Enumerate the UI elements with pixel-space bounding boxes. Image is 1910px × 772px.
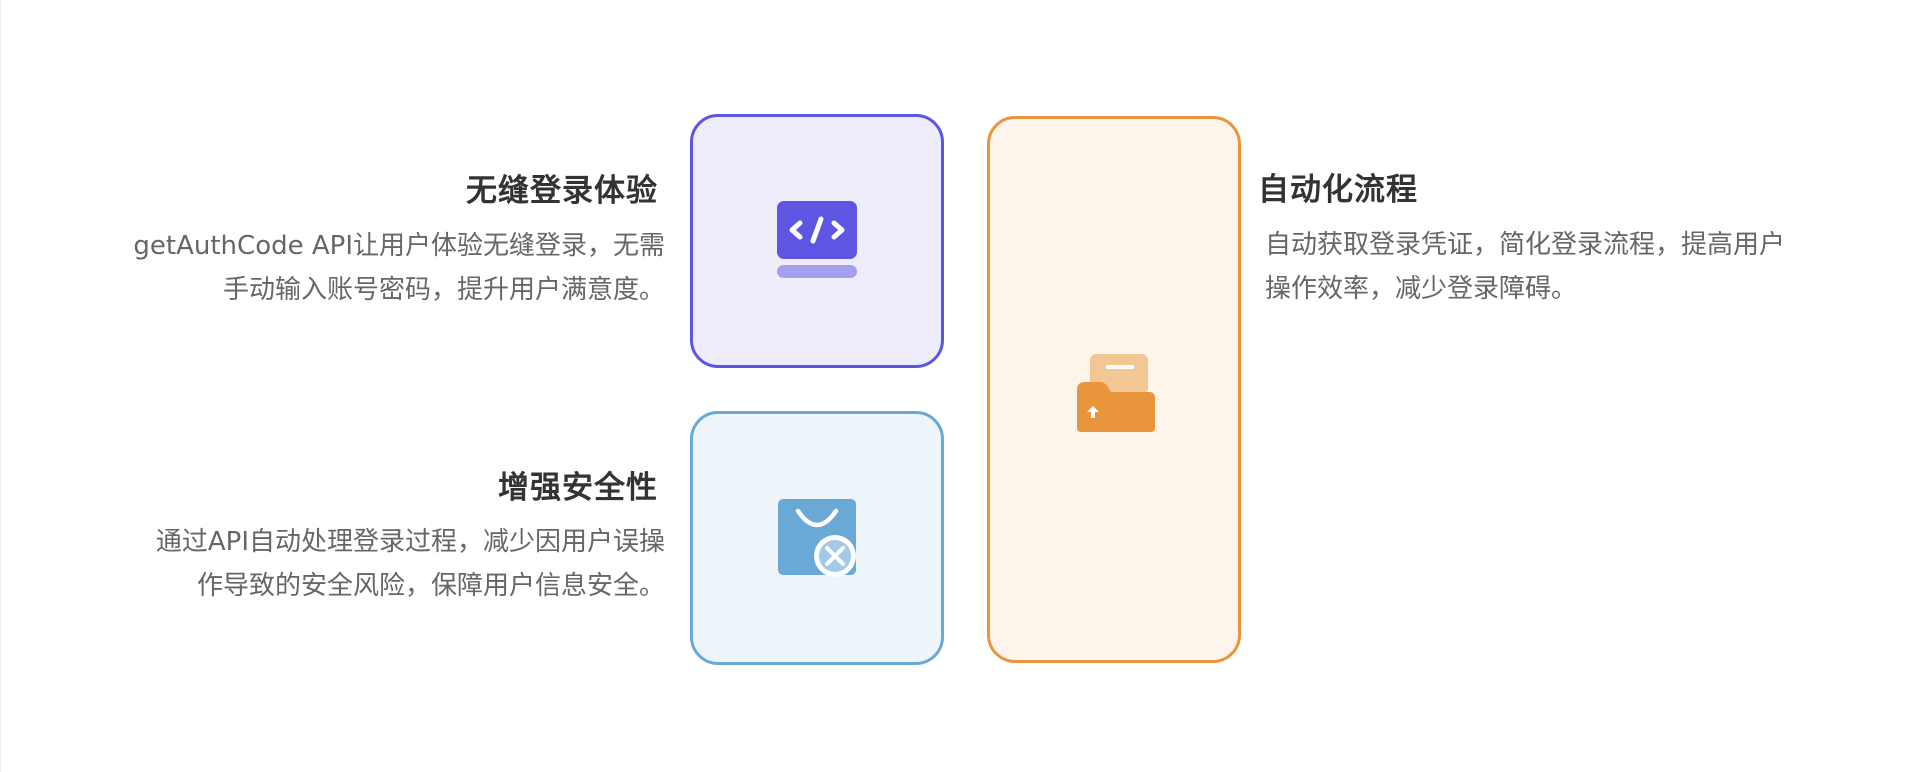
feature-card-security	[690, 411, 944, 665]
feature-desc-seamless-login: getAuthCode API让用户体验无缝登录，无需手动输入账号密码，提升用户…	[133, 231, 665, 305]
folder-upload-icon	[1077, 354, 1155, 432]
feature-card-automation	[987, 116, 1241, 663]
feature-desc-automation: 自动获取登录凭证，简化登录流程，提高用户操作效率，减少登录障碍。	[1265, 230, 1786, 304]
feature-card-seamless-login	[690, 114, 944, 368]
feature-title-seamless-login: 无缝登录体验	[466, 173, 658, 209]
shopping-bag-tools-icon	[778, 499, 856, 577]
page-left-edge	[0, 0, 1, 772]
feature-desc-security: 通过API自动处理登录过程，减少因用户误操作导致的安全风险，保障用户信息安全。	[155, 527, 665, 601]
feature-title-security: 增强安全性	[498, 470, 658, 506]
code-laptop-icon	[777, 201, 857, 278]
feature-title-automation: 自动化流程	[1258, 172, 1418, 208]
